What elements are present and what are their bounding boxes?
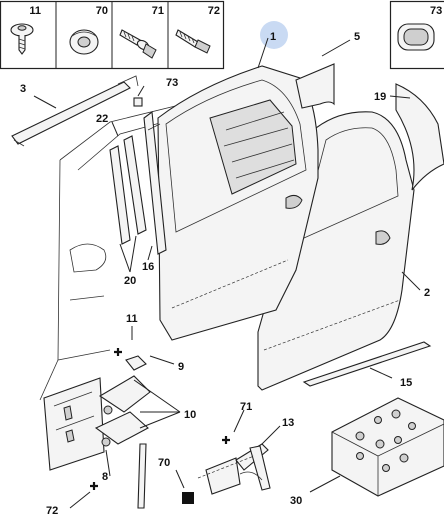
callout-11: 11 [126,313,138,325]
corner-number-73: 73 [430,5,442,17]
header-number-72: 72 [208,5,220,17]
torx-screw-icon [10,23,34,55]
front-door-shell [157,65,319,341]
weatherstrip-bar [11,75,139,147]
callout-10: 10 [184,409,196,421]
window-seal-strip [295,63,335,109]
cross-markers [90,348,230,490]
callout-5: 5 [354,31,360,43]
callout-30: 30 [290,495,302,507]
callout-9: 9 [178,361,184,373]
callout-13: 13 [282,417,294,429]
leader-lines [33,37,421,509]
door-moulding-15 [302,341,432,387]
corner-part-73-box: 73 [389,0,444,70]
plug-cap-icon [397,23,435,51]
filled-square-70 [182,492,194,504]
callout-22: 22 [96,113,108,125]
window-seal-strips [109,110,167,255]
callout-numbers: 1 2 3 5 8 9 10 11 13 15 16 19 20 22 30 7… [20,31,430,514]
vehicle-body-outline [39,99,201,401]
door-trim-19 [395,83,444,191]
header-cell-70: 70 [69,5,108,55]
callout-20: 20 [124,275,136,287]
header-number-71: 71 [152,5,164,17]
callout-8: 8 [102,471,108,483]
fastener-kit-30 [331,397,444,497]
callout-70: 70 [158,457,170,469]
small-plug-73 [133,97,143,107]
callout-3: 3 [20,83,26,95]
hex-bolt-icon [175,29,211,54]
callout-19: 19 [374,91,386,103]
callout-2: 2 [424,287,430,299]
callout-72: 72 [46,505,58,514]
header-cell-11: 11 [10,5,41,55]
door-lock-assembly [197,443,271,495]
callout-73: 73 [166,77,178,89]
rear-door-panel [257,111,415,391]
callout-1: 1 [270,31,276,43]
header-cell-71: 71 [119,5,164,59]
hinge-assembly [43,355,151,509]
callout-71: 71 [240,401,252,413]
clip-nut-icon [69,29,99,55]
header-number-70: 70 [96,5,108,17]
header-parts-table: 11 70 71 72 [0,0,225,70]
flange-bolt-icon [119,29,157,59]
callout-15: 15 [400,377,412,389]
header-number-11: 11 [29,5,41,17]
header-cell-72: 72 [175,5,220,54]
callout-16: 16 [142,261,154,273]
